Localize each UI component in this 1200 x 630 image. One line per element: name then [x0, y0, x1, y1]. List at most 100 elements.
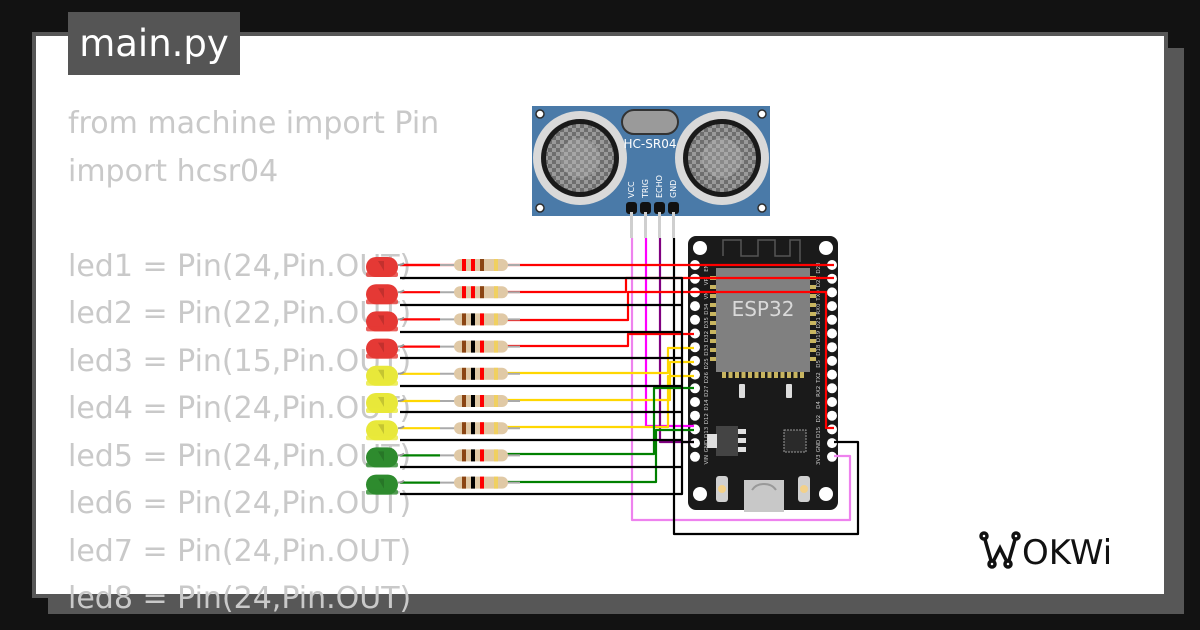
transducer-right — [675, 111, 769, 205]
file-tab-main-py[interactable]: main.py — [68, 12, 240, 75]
pin-label: D35 — [704, 317, 710, 329]
resistor-group — [400, 259, 520, 489]
pin-label: D13 — [704, 426, 710, 438]
resistor[interactable] — [454, 476, 508, 489]
pin-d35[interactable] — [690, 314, 700, 325]
resistor[interactable] — [454, 286, 508, 299]
pin-d19[interactable] — [827, 328, 837, 339]
transducer-left — [533, 111, 627, 205]
pin-d14[interactable] — [690, 397, 700, 407]
reset-button[interactable] — [798, 476, 810, 502]
pin-d5[interactable] — [827, 355, 837, 366]
pin-d32[interactable] — [690, 328, 700, 339]
usb-port — [744, 480, 784, 512]
pin-label: 3V3 — [816, 454, 822, 465]
pin-d4[interactable] — [827, 397, 837, 407]
pin-label: VP — [704, 277, 710, 285]
pin-rx2[interactable] — [827, 383, 837, 394]
sensor-pin-label: TRIG — [641, 179, 650, 199]
pin-label: TX0 — [816, 290, 822, 302]
pin-label: TX2 — [816, 372, 822, 384]
pin-label: D34 — [704, 303, 710, 315]
pin-label: D23 — [816, 262, 822, 274]
led-green[interactable] — [366, 474, 405, 495]
pin-d18[interactable] — [827, 342, 837, 353]
wire-led6 — [504, 360, 694, 402]
pin-tx0[interactable] — [827, 287, 837, 298]
pin-label: D19 — [816, 330, 822, 342]
led-red[interactable] — [366, 257, 405, 277]
pin-d21[interactable] — [827, 314, 837, 325]
led-yellow[interactable] — [366, 365, 405, 386]
sensor-header — [626, 202, 679, 238]
pin-d27[interactable] — [690, 383, 700, 394]
code-line: led8 = Pin(24,Pin.OUT) — [68, 581, 412, 616]
pin-label: GND — [704, 440, 710, 453]
resistor[interactable] — [454, 259, 508, 271]
boot-button[interactable] — [716, 476, 728, 502]
pin-tx2[interactable] — [827, 369, 837, 380]
esp32-board[interactable]: ESP32 ENVPVND34D35D32D33D25D26D27D14D12D… — [688, 236, 838, 512]
pin-d34[interactable] — [690, 301, 700, 312]
pin-d33[interactable] — [690, 342, 700, 353]
sensor-pin-label: ECHO — [655, 175, 664, 198]
esp32-module — [716, 268, 810, 372]
pin-d25[interactable] — [690, 355, 700, 366]
board-label: ESP32 — [732, 297, 795, 321]
led-yellow[interactable] — [366, 393, 405, 413]
led-red[interactable] — [366, 338, 405, 359]
pin-d12[interactable] — [690, 410, 700, 421]
code-line: led7 = Pin(24,Pin.OUT) — [68, 533, 412, 569]
sensor-label: HC-SR04 — [624, 137, 677, 151]
pin-label: RX2 — [816, 386, 822, 397]
wire-gnd-sensor — [672, 238, 860, 536]
antenna-trace — [722, 239, 801, 262]
code-line: led4 = Pin(24,Pin.OUT) — [68, 391, 412, 426]
led-green[interactable] — [366, 447, 405, 468]
hc-sr04-sensor[interactable]: HC-SR04 VCC TRIG ECHO GND — [532, 106, 770, 238]
pin-d2[interactable] — [827, 410, 837, 421]
pin-3v3[interactable] — [827, 451, 837, 462]
logo-text: OKWi — [1022, 533, 1112, 573]
pin-label: EN — [704, 264, 710, 272]
resistor[interactable] — [454, 422, 508, 435]
code-line: from machine import Pin — [68, 106, 440, 141]
pin-rx0[interactable] — [827, 301, 837, 312]
pin-label: D4 — [816, 401, 822, 409]
pin-label: GND — [816, 440, 822, 453]
pin-d15[interactable] — [827, 424, 837, 435]
wire-led8 — [504, 386, 694, 456]
pin-label: RX0 — [816, 303, 822, 315]
resistor[interactable] — [454, 340, 508, 353]
pin-label: D18 — [816, 344, 822, 356]
code-line: led6 = Pin(24,Pin.OUT) — [68, 486, 412, 521]
wokwi-logo-icon: OKWi — [979, 531, 1112, 573]
wire-led3 — [504, 290, 834, 430]
led-yellow[interactable] — [366, 420, 405, 441]
pin-label: VN — [704, 291, 710, 299]
ground-bus — [400, 276, 694, 496]
wires — [400, 238, 860, 536]
resistor[interactable] — [454, 367, 508, 380]
crystal — [621, 109, 679, 135]
pin-gnd[interactable] — [827, 438, 837, 449]
code-line: import hcsr04 — [68, 153, 279, 189]
wire-led2 — [504, 276, 834, 294]
pin-label: D32 — [704, 331, 710, 342]
led-red[interactable] — [366, 284, 405, 305]
resistor[interactable] — [454, 449, 508, 462]
pin-vin[interactable] — [690, 451, 700, 462]
pin-d26[interactable] — [690, 369, 700, 380]
sensor-pin-label: VCC — [627, 181, 636, 198]
led-red[interactable] — [366, 311, 405, 332]
wire-led9 — [504, 428, 694, 484]
voltage-regulator — [716, 426, 738, 456]
module-pads — [710, 276, 816, 378]
pin-label: D25 — [704, 358, 710, 370]
resistor[interactable] — [454, 313, 508, 326]
pin-gnd[interactable] — [690, 438, 700, 449]
resistor[interactable] — [454, 395, 508, 407]
pin-label: D33 — [704, 344, 710, 356]
